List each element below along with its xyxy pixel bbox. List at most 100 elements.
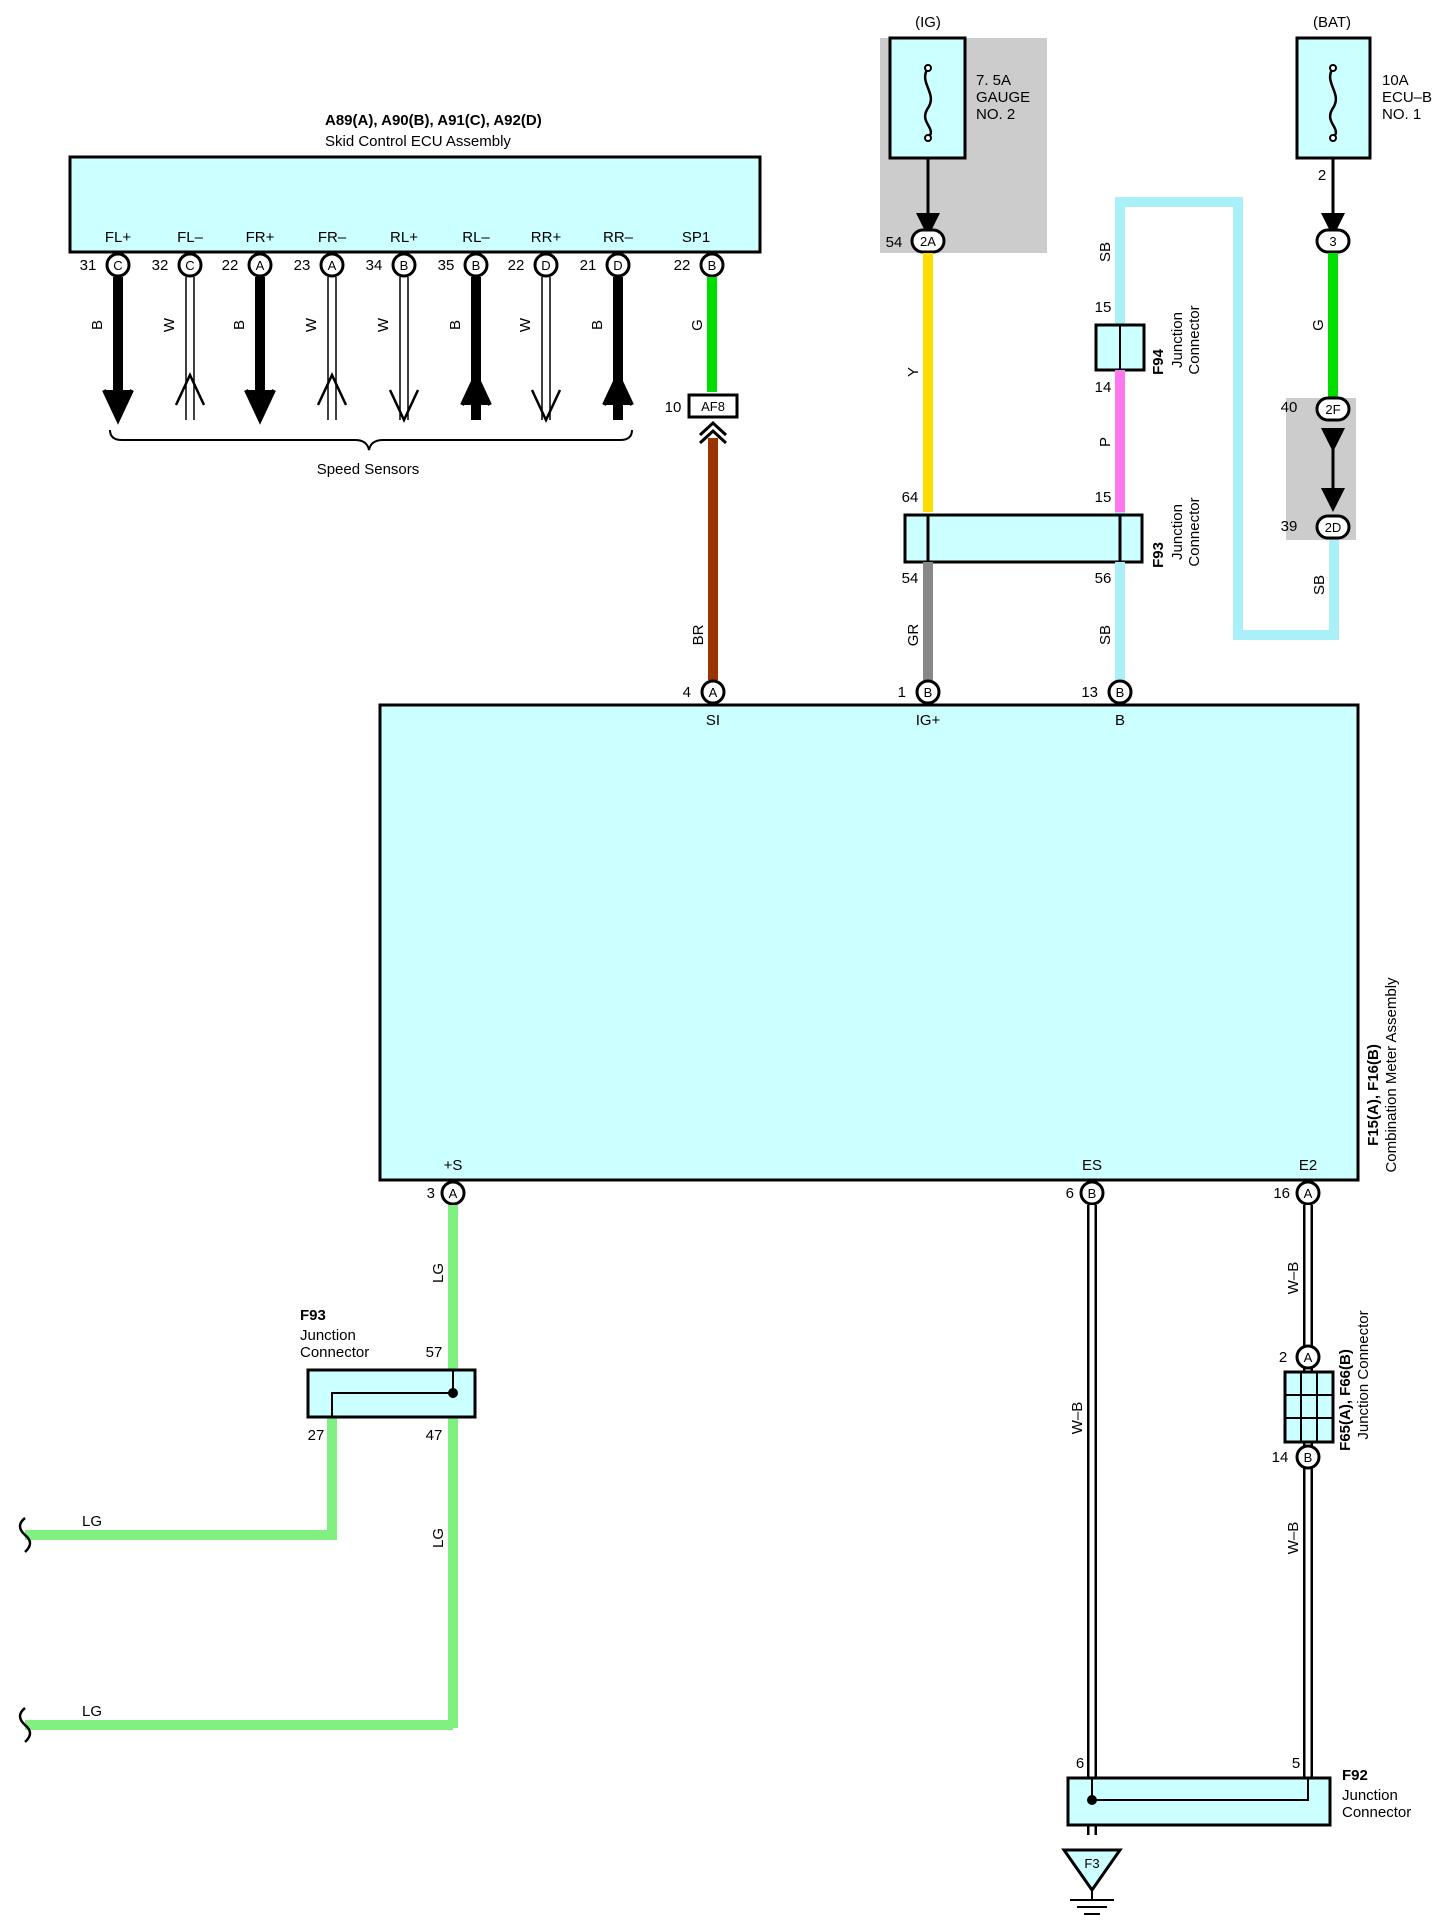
bat-g-wire-color: G (1310, 319, 1327, 331)
f92-desc2: Connector (1342, 1804, 1411, 1821)
e2-wire-color-top: W–B (1285, 1262, 1302, 1295)
f65-conn-a: A (1304, 1350, 1313, 1365)
sp1-connector (699, 252, 725, 278)
meter-bottom-label: +S (444, 1157, 463, 1174)
ecu-terminal-pin: 23 (294, 257, 311, 274)
lg-left-wire2: LG (82, 1703, 102, 1720)
ecu-terminal-pin: 22 (508, 257, 525, 274)
ecu-terminal-wire-color: W (303, 317, 320, 332)
ig-fuse-line2: GAUGE (976, 89, 1030, 106)
conn-2f: 2F (1325, 402, 1340, 417)
f93-top-pin-54: 54 (902, 570, 919, 587)
meter-top-label: SI (706, 712, 720, 729)
ecu-terminal-pin: 21 (580, 257, 597, 274)
f93-bottom-pin-27: 27 (308, 1427, 325, 1444)
f93-top-pin-56: 56 (1095, 570, 1112, 587)
pin-39: 39 (1281, 518, 1298, 535)
ig-conn: 2A (920, 234, 936, 249)
af8-label: AF8 (701, 399, 725, 414)
ig-fuse-line3: NO. 2 (976, 106, 1015, 123)
ecu-terminal-arrow-down (244, 389, 276, 425)
f93-top-desc1: Junction (1169, 504, 1186, 560)
meter-top-connector (915, 679, 941, 705)
meter-bottom-label: ES (1082, 1157, 1102, 1174)
lg-break-mark-1 (18, 1517, 32, 1553)
ecu-terminal-conn: B (472, 258, 481, 273)
meter-top-connector (700, 679, 726, 705)
f94-pin-top: 15 (1095, 299, 1112, 316)
f65-subtitle: Junction Connector (1355, 1310, 1372, 1439)
f94-pin-bottom: 14 (1095, 379, 1112, 396)
bat-source: (BAT) (1313, 14, 1351, 31)
ig-fuse: (IG) 7. 5A GAUGE NO. 2 2A 54 Y (880, 14, 1047, 512)
ecu-terminal-conn: D (541, 258, 550, 273)
ecu-terminal-connector (247, 252, 273, 278)
meter-title: F15(A), F16(B) (1365, 1044, 1382, 1146)
ecu-title: A89(A), A90(B), A91(C), A92(D) (325, 112, 542, 129)
ecu-terminal-label: RL– (462, 229, 490, 246)
f65-conn-b: B (1304, 1450, 1313, 1465)
f93-top-desc2: Connector (1186, 497, 1203, 566)
f94-desc2: Connector (1186, 305, 1203, 374)
f92-pin-6: 6 (1076, 1755, 1084, 1772)
bat-fuse-line1: 10A (1382, 72, 1409, 89)
br-wire-color: BR (690, 624, 707, 645)
f65-connector: W–B 2 A 14 B F65(A), F66(B) Junction Con… (1272, 1205, 1372, 1780)
ecu-terminal-label: FR+ (246, 229, 275, 246)
ground-symbol (1061, 1848, 1123, 1893)
ecu-terminal-arrow-down (388, 389, 420, 423)
es-wire-color: W–B (1069, 1402, 1086, 1435)
ecu-terminal-connector (605, 252, 631, 278)
f94-wire-top: SB (1097, 242, 1114, 262)
ecu-terminal-label: RL+ (390, 229, 418, 246)
bat-fuse: (BAT) 10A ECU–B NO. 1 2 3 G (1295, 14, 1432, 398)
f92-name: F92 (1342, 1767, 1368, 1784)
bat-junction: 40 2F 39 2D SB (1115, 197, 1356, 680)
meter-top-label: B (1115, 712, 1125, 729)
ig-fuse-line1: 7. 5A (976, 72, 1011, 89)
meter-bottom-connector (440, 1180, 466, 1206)
lg-wire-27 (25, 1413, 337, 1540)
af8-connector: AF8 10 BR (665, 393, 739, 680)
ecu-terminal-wire-color: W (517, 317, 534, 332)
ecu-terminal-connector (177, 252, 203, 278)
ecu-terminal-conn: A (256, 258, 265, 273)
sp1-conn: B (708, 258, 717, 273)
ecu-terminal-pin: 31 (80, 257, 97, 274)
es-wire: W–B (1069, 1205, 1097, 1835)
ecu-terminal-conn: C (113, 258, 122, 273)
f92-desc1: Junction (1342, 1787, 1398, 1804)
ecu-terminal-conn: D (613, 258, 622, 273)
sp1-pin: 22 (674, 257, 691, 274)
meter-bottom-conn: B (1088, 1186, 1097, 1201)
ecu-terminal-conn: B (400, 258, 409, 273)
f93-top-pin-64: 64 (902, 489, 919, 506)
f93-top-connector: 64 15 54 56 GR SB F93 Junction Connector (902, 489, 1203, 680)
meter-bottom-connector (1079, 1180, 1105, 1206)
ecu-terminal-arrow-up (316, 372, 348, 406)
ecu-terminals: FL+C31BFL–C32WFR+A22BFR–A23WRL+B34WRL–B3… (80, 229, 634, 425)
meter-box (378, 703, 1360, 1182)
speed-sensors-label: Speed Sensors (317, 461, 420, 478)
sb-loop-wire (1115, 197, 1339, 680)
ig-pin: 54 (886, 234, 903, 251)
ecu-terminal-label: RR+ (531, 229, 562, 246)
meter-bottom-connector (1295, 1180, 1321, 1206)
ecu-terminal-arrow-up (602, 370, 634, 406)
ecu-terminal-connector (105, 252, 131, 278)
meter-top-connector (1107, 679, 1133, 705)
speed-sensors-bracket (109, 429, 633, 451)
ecu-terminal-wire-color: W (161, 317, 178, 332)
ecu-terminal-arrow-up (174, 372, 206, 406)
ecu-terminal-connector (533, 252, 559, 278)
meter-bottom-label: E2 (1299, 1157, 1317, 1174)
f93-bottom-name: F93 (300, 1307, 326, 1324)
f93-bottom-pin-57: 57 (426, 1344, 443, 1361)
ecu-subtitle: Skid Control ECU Assembly (325, 133, 511, 150)
ecu-terminal-conn: C (185, 258, 194, 273)
ecu-terminal-arrow-down (102, 389, 134, 425)
f93-bottom-desc2: Connector (300, 1344, 369, 1361)
gr-wire-color: GR (905, 624, 922, 647)
